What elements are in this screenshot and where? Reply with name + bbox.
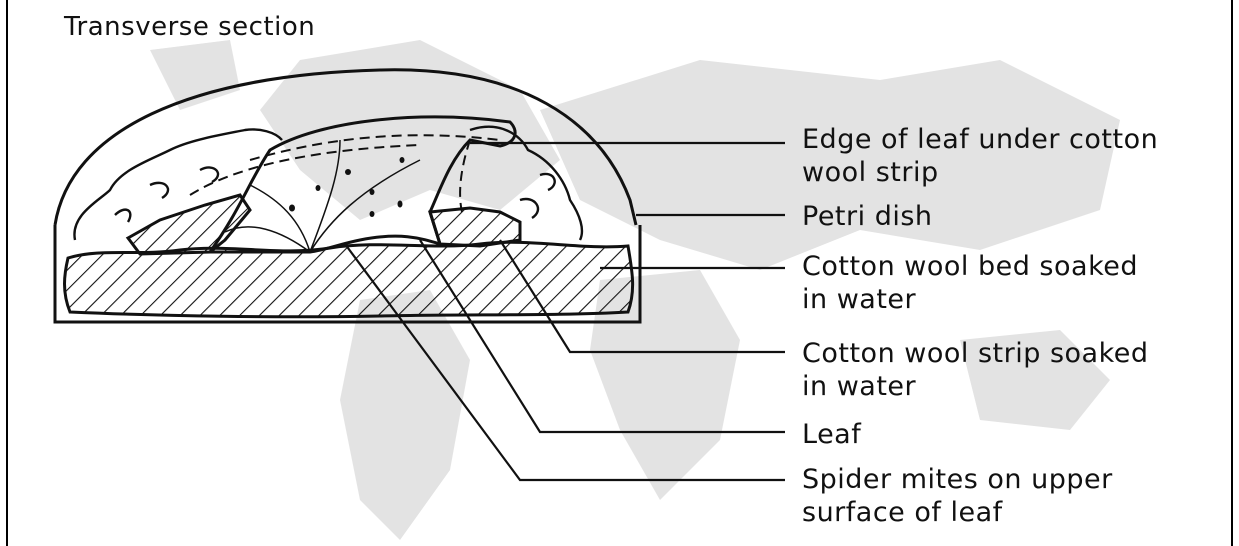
label-spider-mites: Spider mites on upper surface of leaf: [802, 463, 1113, 529]
label-line: Leaf: [802, 418, 861, 451]
label-line: Petri dish: [802, 200, 933, 233]
label-line: wool strip: [802, 156, 1158, 189]
label-cotton-wool-strip: Cotton wool strip soaked in water: [802, 337, 1149, 403]
label-line: Spider mites on upper: [802, 463, 1113, 496]
label-line: Cotton wool strip soaked: [802, 337, 1149, 370]
label-line: Cotton wool bed soaked: [802, 250, 1138, 283]
label-petri-dish: Petri dish: [802, 200, 933, 233]
label-line: surface of leaf: [802, 496, 1113, 529]
label-line: in water: [802, 370, 1149, 403]
label-cotton-wool-bed: Cotton wool bed soaked in water: [802, 250, 1138, 316]
label-edge-of-leaf: Edge of leaf under cotton wool strip: [802, 123, 1158, 189]
label-leaf: Leaf: [802, 418, 861, 451]
figure-title: Transverse section: [64, 12, 315, 42]
label-line: in water: [802, 283, 1138, 316]
label-line: Edge of leaf under cotton: [802, 123, 1158, 156]
